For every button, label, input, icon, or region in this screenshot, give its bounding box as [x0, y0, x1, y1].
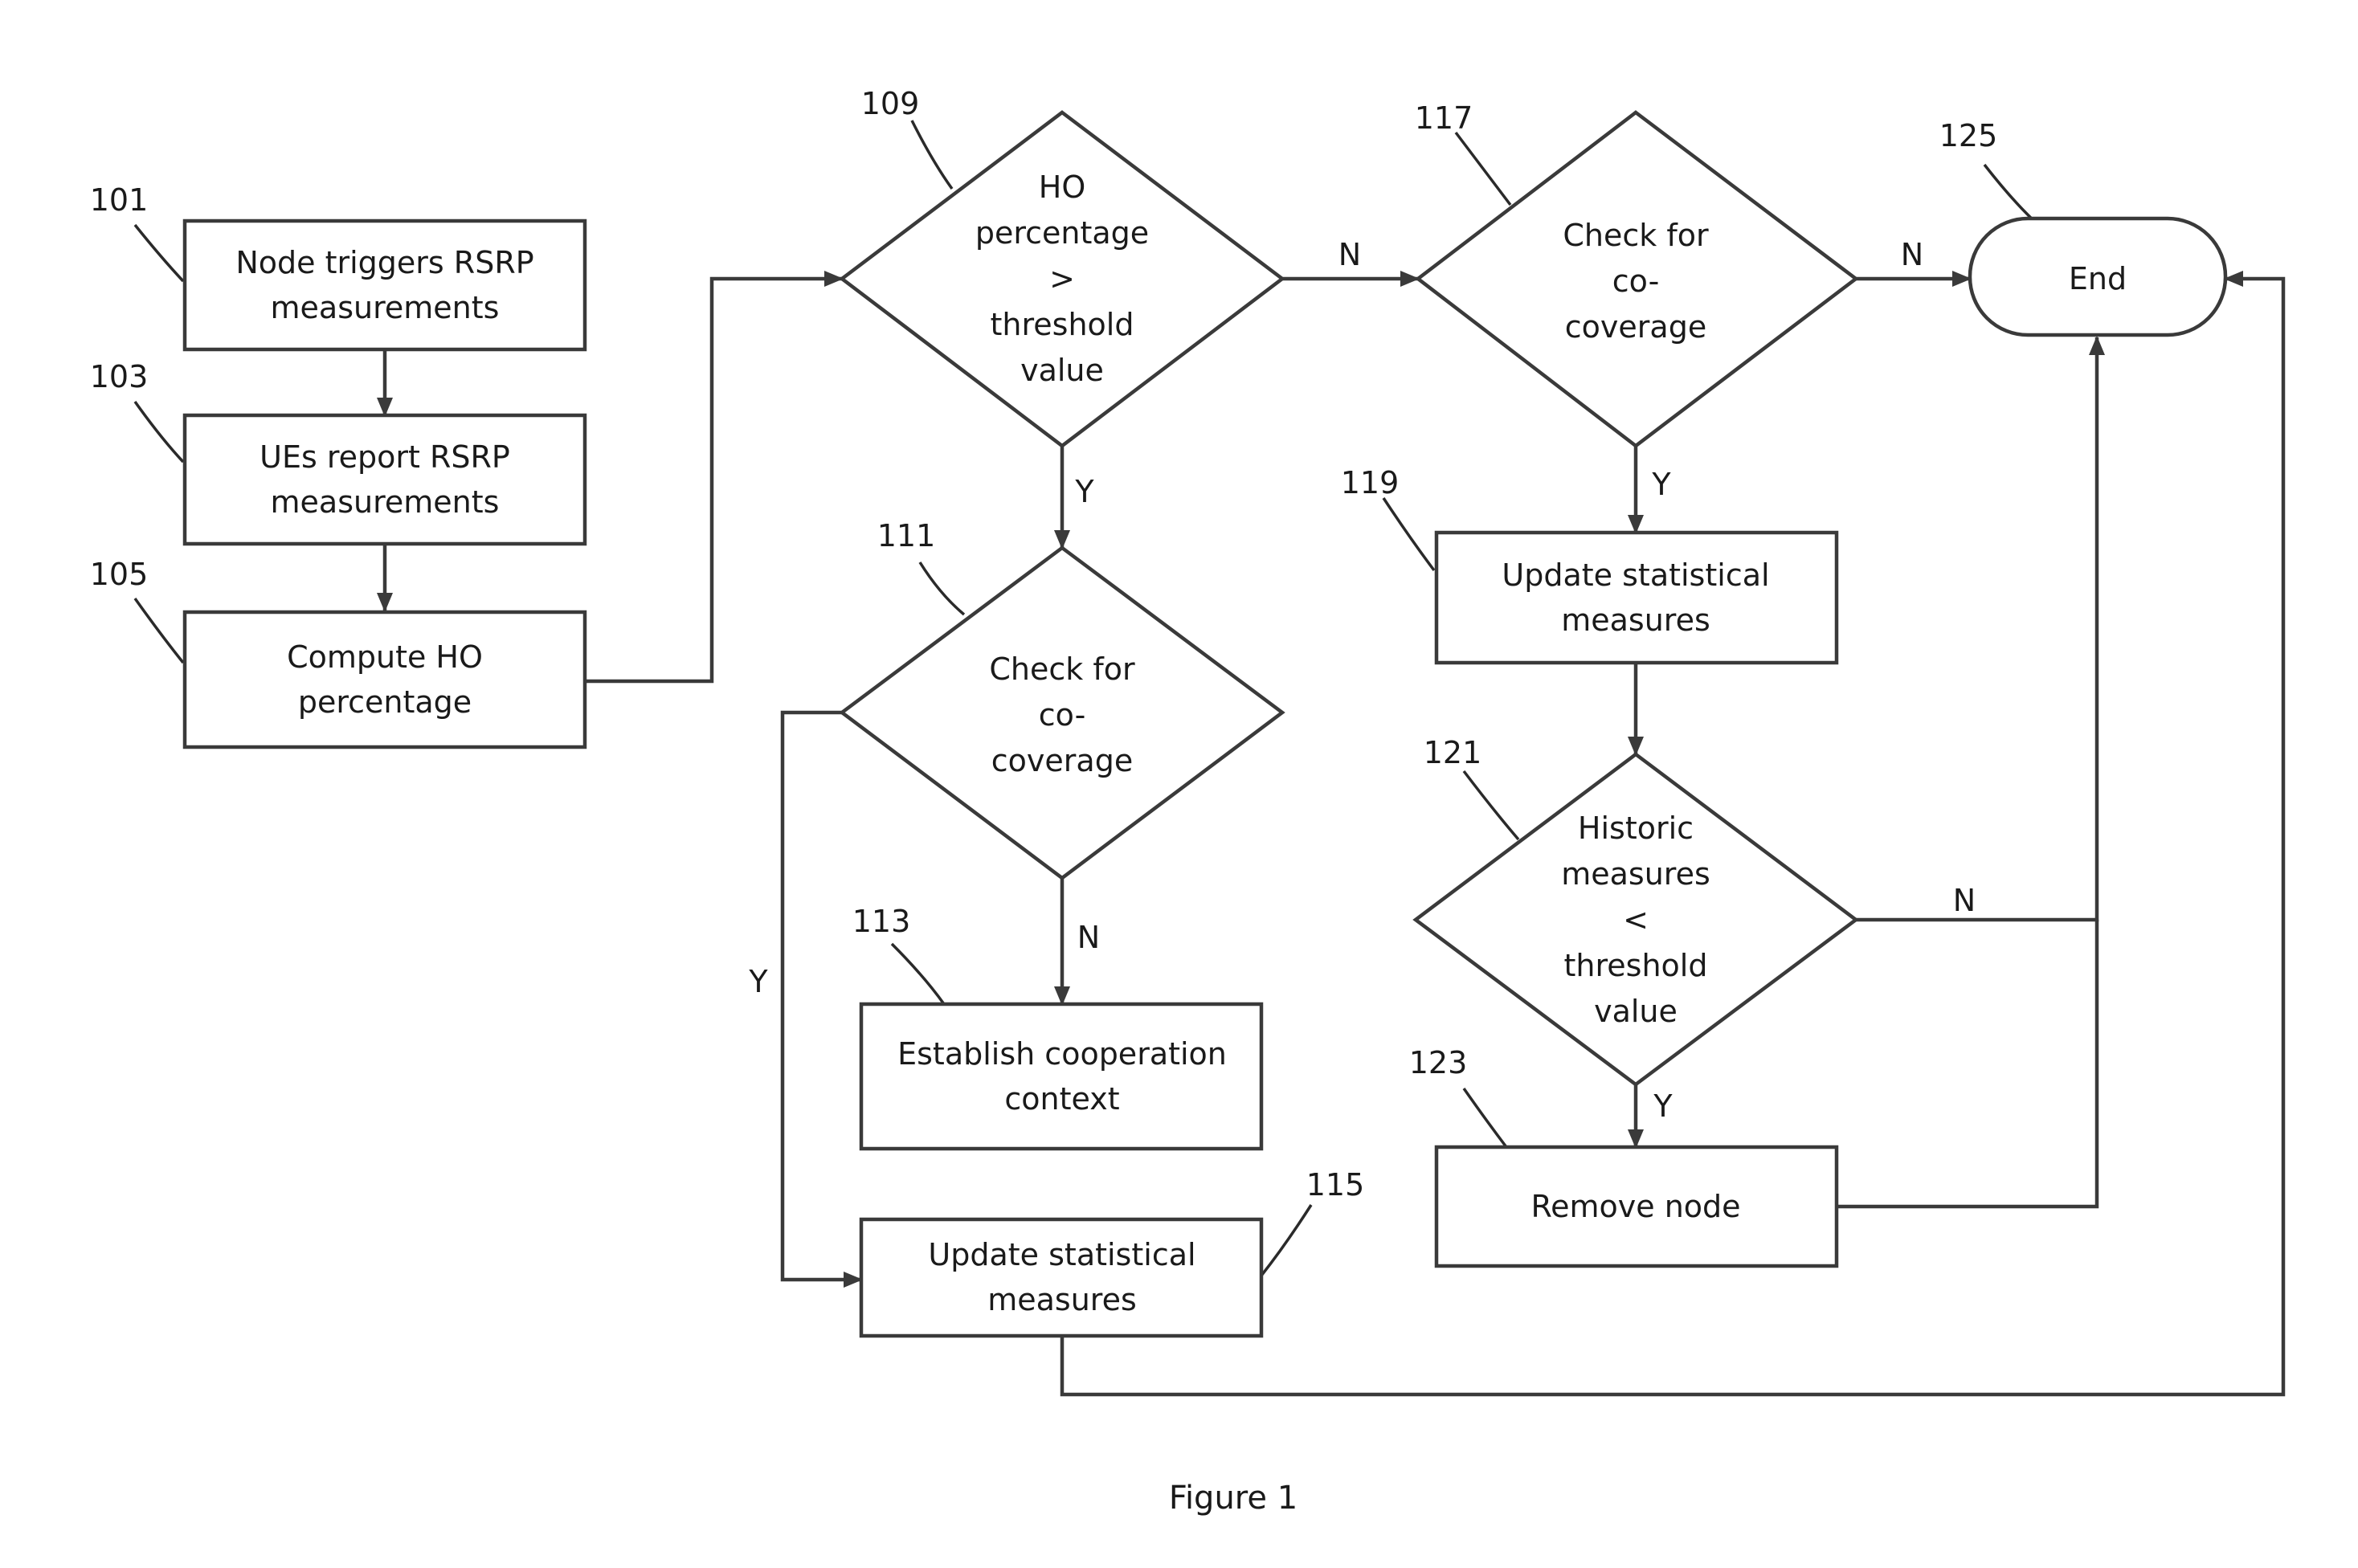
node-label-line: measurements	[271, 484, 500, 520]
ref-111: 111	[877, 518, 936, 553]
ref-123: 123	[1409, 1045, 1468, 1080]
edge-label-121-125: N	[1953, 883, 1976, 918]
ref-101: 101	[90, 182, 149, 218]
edge-label-117-119: Y	[1651, 467, 1671, 502]
node-label-line: Update statistical	[1502, 557, 1769, 593]
ref-119: 119	[1341, 465, 1400, 500]
ref-103: 103	[90, 359, 149, 394]
node-label-line: value	[1594, 994, 1678, 1029]
leader-111	[918, 561, 966, 616]
connectors	[377, 271, 2286, 1397]
node-label-101: Node triggers RSRP measurements	[235, 245, 533, 325]
leader-109	[910, 120, 954, 190]
node-label-line: End	[2069, 261, 2127, 296]
edge-115-125	[1060, 271, 2286, 1397]
node-label-line: Establish cooperation	[897, 1036, 1227, 1072]
decision-diamond-111	[839, 545, 1285, 880]
ref-115: 115	[1306, 1167, 1365, 1203]
edge-label-109-117: N	[1338, 237, 1361, 272]
ref-105: 105	[90, 557, 149, 592]
edge-111-115	[780, 710, 863, 1288]
process-box-105	[182, 610, 587, 749]
ref-113: 113	[852, 904, 911, 939]
node-label-123: Remove node	[1530, 1189, 1740, 1224]
leader-119	[1382, 497, 1436, 572]
reference-numerals: 101 103 105 109 111 113 115 117 119 121 …	[90, 86, 1998, 1203]
process-box-113	[859, 1002, 1264, 1151]
edge-label-121-123: Y	[1653, 1088, 1673, 1124]
node-label-111: Check for co-coverage	[989, 651, 1135, 778]
node-label-line: measurements	[271, 290, 500, 325]
node-label-113: Establish cooperation context	[897, 1036, 1227, 1117]
ref-125: 125	[1939, 118, 1998, 153]
leader-123	[1462, 1087, 1508, 1149]
node-label-line: measures	[1561, 856, 1710, 892]
node-label-117: Check for co-coverage	[1563, 218, 1709, 345]
edge-label-109-111: Y	[1074, 474, 1094, 509]
process-box-115	[859, 1217, 1264, 1338]
node-label-line: context	[1004, 1081, 1119, 1117]
node-label-line: UEs report RSRP	[260, 439, 510, 475]
node-label-125: End	[2069, 261, 2127, 296]
edge-121-125	[1856, 336, 2105, 922]
node-label-115: Update statistical measures	[928, 1237, 1195, 1317]
figure-caption: Figure 1	[1169, 1480, 1298, 1517]
node-labels: Node triggers RSRP measurements UEs repor…	[235, 169, 2127, 1317]
node-label-line: co-	[1612, 263, 1660, 299]
node-label-line: Check for	[1563, 218, 1709, 253]
leader-121	[1462, 770, 1520, 841]
process-box-119	[1434, 530, 1839, 665]
node-label-line: measures	[1561, 602, 1710, 638]
node-label-line: threshold	[991, 307, 1134, 342]
node-label-line: Historic	[1578, 811, 1694, 846]
node-label-103: UEs report RSRP measurements	[260, 439, 510, 520]
leader-101	[133, 223, 185, 283]
node-label-line: Update statistical	[928, 1237, 1195, 1272]
node-label-line: percentage	[298, 684, 472, 720]
node-label-line: HO	[1039, 169, 1085, 205]
node-label-line: threshold	[1564, 948, 1708, 983]
shapes	[182, 110, 2228, 1338]
leader-103	[133, 400, 185, 463]
node-label-121: Historic measures < threshold value	[1561, 811, 1710, 1029]
edge-labels: N Y N Y N Y N Y	[748, 237, 1976, 1124]
node-label-line: Remove node	[1530, 1189, 1740, 1224]
node-label-line: measures	[987, 1282, 1137, 1317]
decision-diamond-117	[1415, 110, 1859, 448]
node-label-line: Node triggers RSRP	[235, 245, 533, 280]
leader-113	[890, 942, 946, 1006]
edge-label-117-125: N	[1901, 237, 1923, 272]
edge-123-125	[1835, 920, 2099, 1209]
node-label-line: <	[1623, 902, 1649, 937]
node-label-line: coverage	[1565, 309, 1706, 345]
process-box-101	[182, 218, 587, 352]
leader-125	[1983, 163, 2038, 225]
edge-label-111-113: N	[1077, 920, 1100, 955]
decision-diamond-121	[1412, 752, 1859, 1087]
ref-121: 121	[1424, 735, 1482, 770]
process-box-103	[182, 413, 587, 546]
edge-105-109	[585, 271, 844, 684]
ref-117: 117	[1415, 100, 1473, 136]
leader-115	[1260, 1204, 1313, 1277]
node-label-line: Check for	[989, 651, 1135, 687]
terminator-125	[1968, 216, 2228, 337]
node-label-line: value	[1020, 353, 1104, 388]
node-label-line: co-	[1039, 697, 1086, 733]
node-label-line: percentage	[975, 215, 1149, 251]
node-label-119: Update statistical measures	[1502, 557, 1769, 638]
node-label-line: Compute HO	[287, 639, 483, 675]
process-box-123	[1434, 1145, 1839, 1268]
leader-117	[1454, 131, 1512, 206]
node-label-line: >	[1049, 261, 1075, 296]
node-label-109: HO percentage > threshold value	[975, 169, 1149, 388]
leader-105	[133, 597, 185, 664]
node-label-line: coverage	[991, 743, 1133, 778]
decision-diamond-109	[839, 110, 1285, 448]
edge-label-111-115: Y	[748, 964, 768, 999]
ref-109: 109	[861, 86, 920, 121]
node-label-105: Compute HO percentage	[287, 639, 483, 720]
